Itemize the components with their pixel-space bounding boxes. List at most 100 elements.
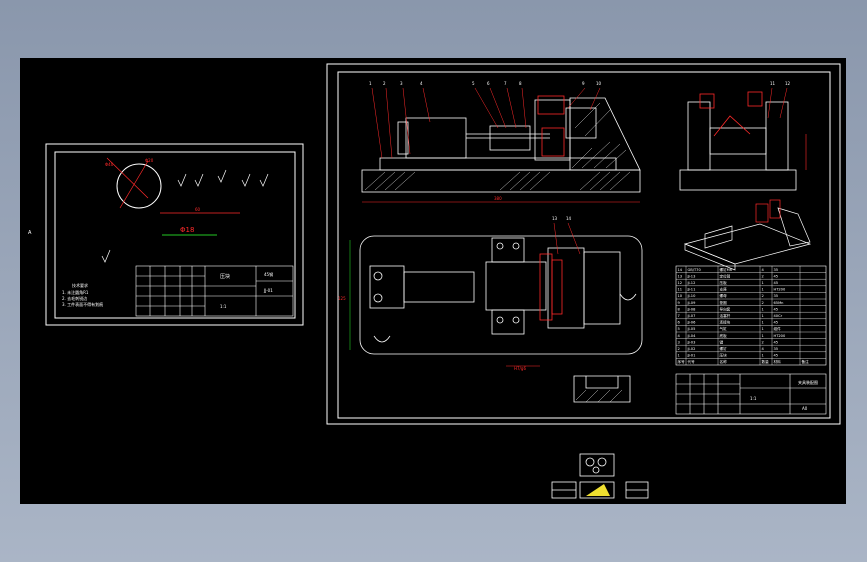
front-view-clamp-red (537, 95, 565, 157)
bom-cell: 活塞杆 (720, 313, 731, 318)
bom-cell: 1 (762, 321, 764, 325)
bom-cell: 2 (762, 340, 764, 344)
bom-cell: 45 (774, 321, 779, 325)
front-balloons: 1 2 3 4 5 6 7 8 9 10 (369, 81, 602, 159)
left-title-block (135, 265, 294, 317)
bom-cell: 1 (762, 327, 764, 331)
bom-header-cell: 序号 (678, 359, 686, 364)
bom-cell: 1 (762, 288, 764, 292)
svg-text:1:1: 1:1 (220, 304, 227, 309)
bom-cell: HT200 (774, 288, 786, 292)
bom-cell: JJ-07 (687, 314, 696, 318)
svg-text:1: 1 (369, 81, 372, 86)
bom-cell: 组件 (774, 326, 782, 331)
svg-text:13: 13 (552, 216, 558, 221)
technical-requirements: 技术要求 1. 未注圆角R1 2. 去毛刺锐边 3. 工件表面不得有划痕 (62, 282, 103, 307)
bom-cell: 2 (762, 294, 764, 298)
bom-cell: 1 (762, 307, 764, 311)
plan-view (359, 235, 643, 355)
part-circle-view (116, 163, 162, 209)
bom-cell: 35 (774, 268, 779, 272)
bom-cell: JJ-01 (687, 354, 696, 358)
isometric-red (755, 199, 781, 223)
bom-cell: JJ-10 (687, 294, 697, 298)
bom-cell: 2 (678, 347, 680, 351)
svg-text:12: 12 (785, 81, 791, 86)
third-angle-views (551, 453, 649, 499)
bom-cell: 45 (774, 340, 779, 344)
bom-cell: 13 (678, 274, 683, 278)
bom-cell: 底板 (720, 333, 728, 338)
side-view-red (699, 91, 763, 137)
bom-cell: 螺母 (720, 293, 728, 298)
bom-cell: 键 (720, 339, 724, 344)
svg-text:1. 未注圆角R1: 1. 未注圆角R1 (62, 289, 89, 295)
bom-cell: JJ-11 (687, 288, 696, 292)
plan-view-red (539, 253, 563, 321)
svg-text:3: 3 (400, 81, 403, 86)
roughness-symbols (101, 169, 269, 263)
bom-cell: 螺钉M6 (720, 267, 733, 272)
cad-drawing-canvas[interactable]: A Φ40 Φ20 60 Φ18 技术要求 1. 未注圆角R1 2. 去毛刺锐边 (20, 58, 846, 504)
svg-text:60: 60 (195, 207, 201, 212)
left-dimension-label: Φ18 (180, 226, 194, 234)
bom-cell: 45 (774, 307, 779, 311)
bom-header-cell: 材料 (774, 359, 782, 364)
bom-cell: 支座 (720, 287, 728, 292)
bom-cell: 1 (762, 354, 764, 358)
bom-cell: 气缸 (720, 326, 728, 331)
bom-cell: JJ-03 (687, 340, 696, 344)
bom-cell: JJ-04 (687, 334, 697, 338)
cad-drawing-svg: A Φ40 Φ20 60 Φ18 技术要求 1. 未注圆角R1 2. 去毛刺锐边 (28, 63, 841, 499)
left-part-name: 压块 (220, 273, 230, 280)
bom-cell: 6 (678, 321, 681, 325)
bom-cell: 40Cr (774, 314, 783, 318)
left-sheet: Φ40 Φ20 60 Φ18 技术要求 1. 未注圆角R1 2. 去毛刺锐边 3… (45, 143, 304, 326)
bom-cell: 65Mn (774, 301, 784, 305)
bom-cell: JJ-09 (687, 301, 697, 305)
bom-cell: 连接块 (720, 320, 731, 325)
bom-cell: 11 (678, 288, 683, 292)
overall-width-dimension: 380 (494, 196, 502, 201)
svg-text:3. 工件表面不得有划痕: 3. 工件表面不得有划痕 (62, 301, 103, 307)
detail-hatching (575, 389, 623, 403)
bom-cell: 压块 (720, 353, 728, 358)
bom-cell: 14 (678, 268, 683, 272)
bom-cell: 10 (678, 294, 683, 298)
svg-text:5: 5 (472, 81, 475, 86)
bom-cell: 4 (678, 334, 681, 338)
bom-cell: 35 (774, 294, 779, 298)
svg-text:14: 14 (566, 216, 572, 221)
svg-text:A0: A0 (802, 406, 808, 411)
bom-cell: 压板 (720, 280, 728, 285)
bom-cell: 12 (678, 281, 683, 285)
bom-cell: JJ-02 (687, 347, 696, 351)
bom-cell: 3 (678, 340, 680, 344)
svg-text:9: 9 (582, 81, 585, 86)
bom-header-cell: 备注 (802, 359, 810, 364)
bom-cell: 45 (774, 281, 779, 285)
bom-frame (675, 265, 827, 366)
bom-cell: 4 (762, 347, 765, 351)
bom-cell: 8 (678, 307, 681, 311)
bom-cell: 2 (762, 274, 764, 278)
bom-cell: 1 (762, 281, 764, 285)
svg-text:JJ-01: JJ-01 (263, 288, 273, 293)
side-view (679, 101, 797, 191)
bom-cell: GB/T70 (688, 268, 702, 272)
origin-marker: A (28, 230, 32, 236)
bom-header-cell: 代号 (688, 359, 696, 364)
bom-cell: 定位销 (720, 273, 731, 278)
bom-cell: 7 (678, 314, 680, 318)
svg-text:1:1: 1:1 (750, 396, 757, 401)
bom-cell: 9 (678, 301, 681, 305)
right-title-block (675, 373, 827, 415)
svg-text:Φ40: Φ40 (105, 162, 114, 167)
bom-cell: HT200 (774, 334, 786, 338)
svg-text:2. 去毛刺锐边: 2. 去毛刺锐边 (62, 295, 87, 301)
bom-cell: 导向套 (720, 306, 731, 311)
bom-cell: 2 (762, 301, 764, 305)
bom-cell: 螺钉 (720, 346, 728, 351)
bom-cell: 35 (774, 347, 779, 351)
